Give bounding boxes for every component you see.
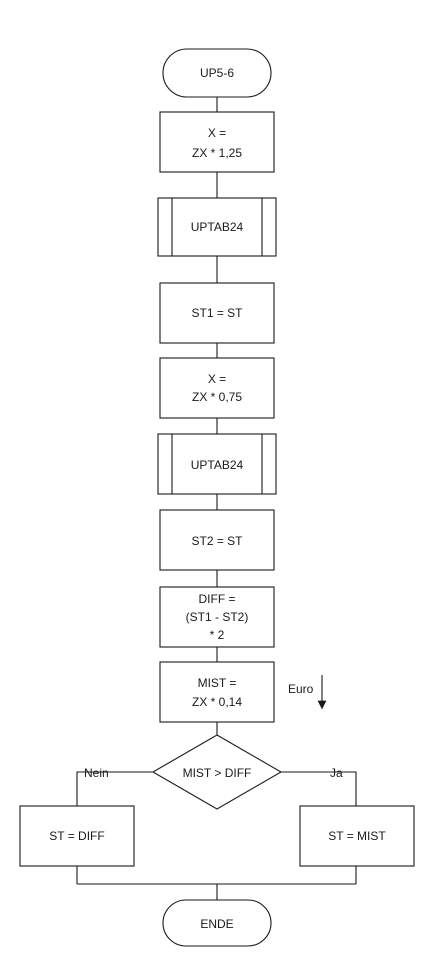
decision-diamond: MIST > DIFF bbox=[151, 734, 283, 810]
decision-label: MIST > DIFF bbox=[183, 766, 252, 780]
process-line: X = bbox=[208, 372, 226, 386]
subroutine-label: UPTAB24 bbox=[191, 220, 244, 234]
process-x-equals-zx-125: X = ZX * 1,25 bbox=[159, 111, 275, 173]
end-label: ENDE bbox=[200, 917, 233, 931]
branch-yes: Ja bbox=[281, 766, 357, 806]
subroutine-label: UPTAB24 bbox=[191, 458, 244, 472]
process-line: X = bbox=[208, 126, 226, 140]
branch-no-label: Nein bbox=[84, 766, 109, 780]
process-st-equals-mist: ST = MIST bbox=[299, 805, 415, 867]
process-st2-equals-st: ST2 = ST bbox=[159, 509, 275, 571]
process-line: * 2 bbox=[210, 628, 225, 642]
process-line: ZX * 1,25 bbox=[192, 146, 242, 160]
subroutine-uptab24-first: UPTAB24 bbox=[157, 197, 277, 257]
merge-connectors bbox=[76, 866, 357, 900]
branch-yes-label: Ja bbox=[330, 766, 343, 780]
process-st1-equals-st: ST1 = ST bbox=[159, 282, 275, 344]
euro-label: Euro bbox=[288, 682, 314, 696]
start-terminator: UP5-6 bbox=[162, 48, 272, 98]
process-line: ZX * 0,14 bbox=[192, 695, 242, 709]
process-line: (ST1 - ST2) bbox=[186, 610, 249, 624]
process-x-equals-zx-075: X = ZX * 0,75 bbox=[159, 357, 275, 419]
subroutine-uptab24-second: UPTAB24 bbox=[157, 433, 277, 495]
process-line: DIFF = bbox=[198, 592, 235, 606]
process-line: MIST = bbox=[198, 676, 237, 690]
process-line: ST = DIFF bbox=[49, 829, 104, 843]
euro-annotation: Euro bbox=[288, 675, 327, 710]
process-mist: MIST = ZX * 0,14 bbox=[159, 661, 275, 723]
process-line: ST = MIST bbox=[328, 829, 386, 843]
process-line: ZX * 0,75 bbox=[192, 390, 242, 404]
process-diff: DIFF = (ST1 - ST2) * 2 bbox=[159, 586, 275, 648]
process-line: ST2 = ST bbox=[191, 534, 243, 548]
branch-no: Nein bbox=[76, 766, 153, 806]
process-st-equals-diff: ST = DIFF bbox=[19, 805, 135, 867]
start-label: UP5-6 bbox=[200, 66, 234, 80]
end-terminator: ENDE bbox=[162, 899, 272, 947]
process-line: ST1 = ST bbox=[191, 306, 243, 320]
